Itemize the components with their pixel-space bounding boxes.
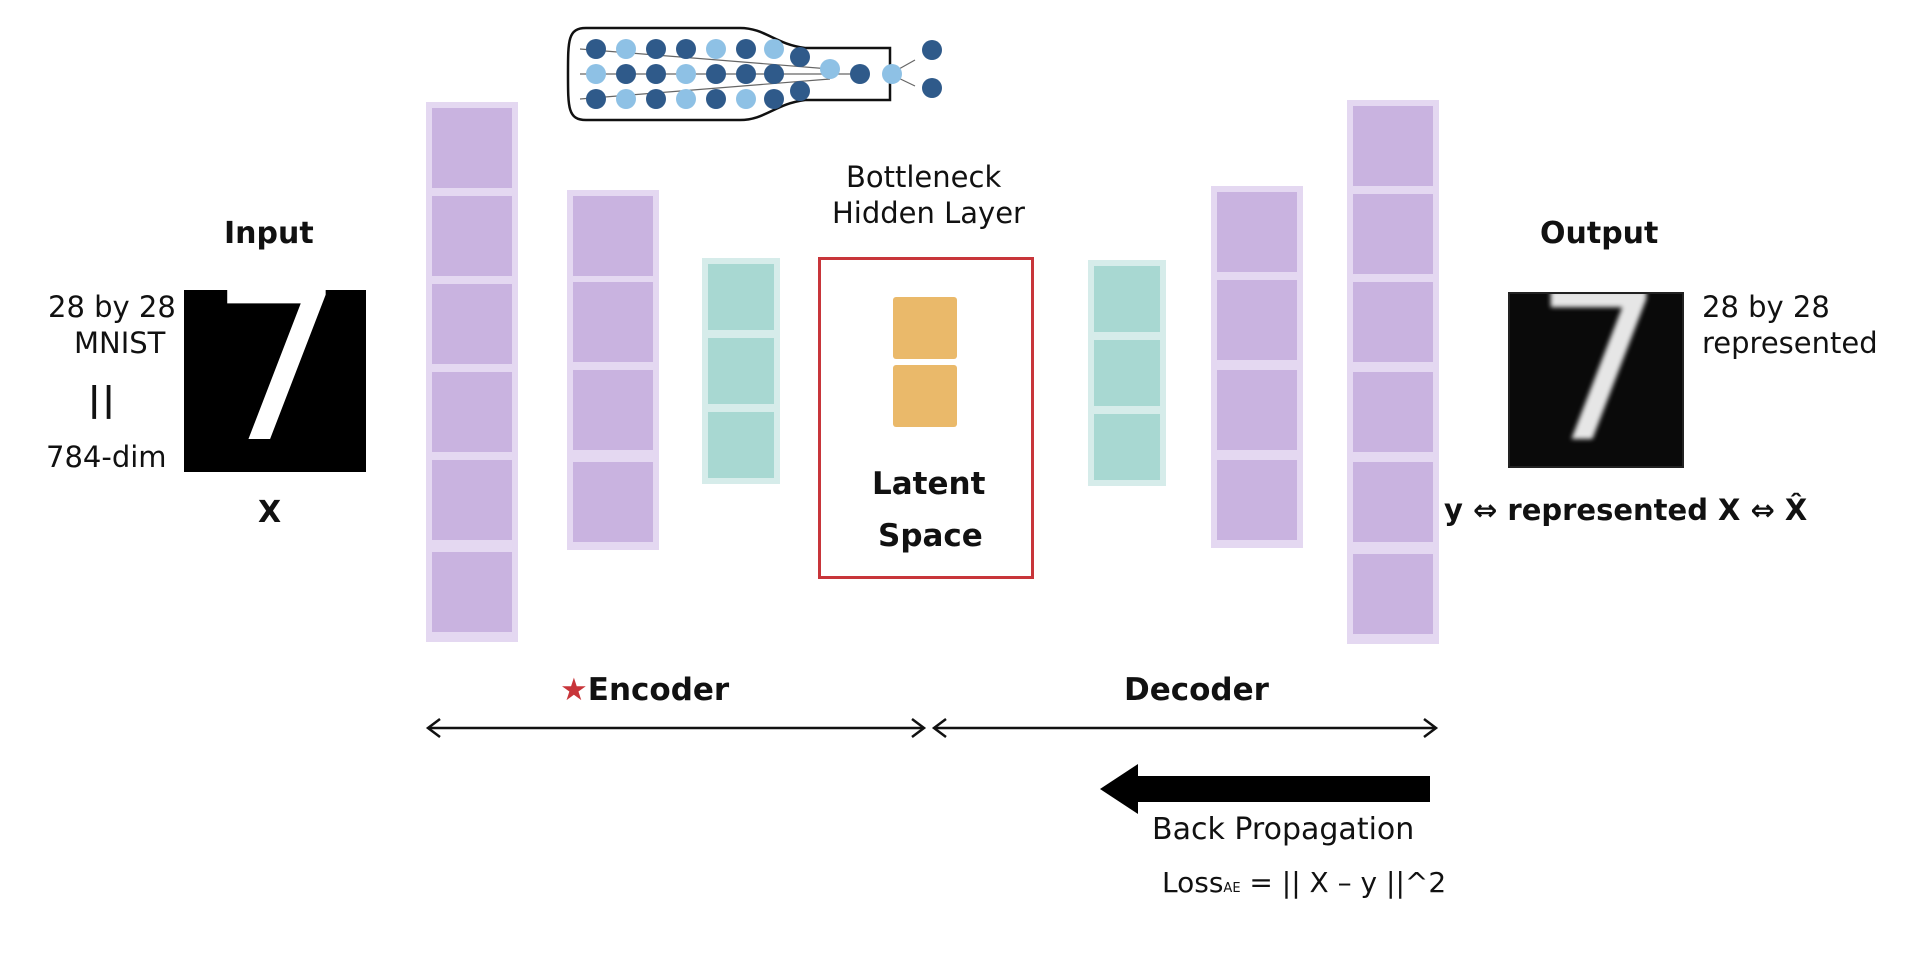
network-node xyxy=(736,64,756,84)
layer-neuron xyxy=(1353,372,1433,452)
network-node xyxy=(922,78,942,98)
network-node xyxy=(820,59,840,79)
latent-space-box xyxy=(818,257,1034,579)
latent-space-label-line1: Latent xyxy=(872,466,986,502)
input-equals-sign: || xyxy=(88,380,117,420)
network-node xyxy=(736,89,756,109)
input-dims-line3: 784-dim xyxy=(46,440,167,474)
layer-neuron xyxy=(573,196,653,276)
layer-neuron xyxy=(573,282,653,362)
layer-neuron xyxy=(1353,282,1433,362)
loss-prefix: Loss xyxy=(1162,866,1224,899)
layer-neuron xyxy=(1217,460,1297,540)
encoder-star-icon: ★ xyxy=(560,672,588,708)
input-dims-line1: 28 by 28 xyxy=(48,290,176,324)
network-node xyxy=(646,64,666,84)
latent-space-label-line2: Space xyxy=(878,518,983,554)
layer-neuron xyxy=(573,462,653,542)
network-node xyxy=(586,39,606,59)
layer-neuron xyxy=(708,338,774,404)
layer-neuron xyxy=(1217,370,1297,450)
output-dims-line2: represented xyxy=(1702,326,1878,360)
layer-neuron xyxy=(432,108,512,188)
layer-neuron xyxy=(708,264,774,330)
encoder-label: Encoder xyxy=(587,672,730,708)
backprop-arrow xyxy=(1100,764,1430,814)
layer-neuron xyxy=(1217,280,1297,360)
network-node xyxy=(616,39,636,59)
network-node xyxy=(882,64,902,84)
input-digit-image: 7 xyxy=(184,290,366,472)
encoder-layer-1 xyxy=(426,102,518,642)
input-symbol: X xyxy=(258,495,282,530)
decoder-layer-3 xyxy=(1347,100,1439,644)
latent-neuron xyxy=(893,365,957,427)
encoder-layer-3 xyxy=(702,258,780,484)
network-node xyxy=(586,64,606,84)
bottleneck-title-line1: Bottleneck xyxy=(846,160,1002,194)
network-node xyxy=(736,39,756,59)
layer-neuron xyxy=(573,370,653,450)
decoder-layer-2 xyxy=(1211,186,1303,548)
network-node xyxy=(706,89,726,109)
layer-neuron xyxy=(432,196,512,276)
network-node xyxy=(646,39,666,59)
network-node xyxy=(646,89,666,109)
layer-neuron xyxy=(432,460,512,540)
network-node xyxy=(764,39,784,59)
layer-neuron xyxy=(432,284,512,364)
loss-formula: LossAE = || X – y ||^2 xyxy=(1162,866,1446,899)
network-node xyxy=(676,39,696,59)
network-node xyxy=(616,64,636,84)
bottle-network-nodes xyxy=(586,39,942,109)
network-node xyxy=(922,40,942,60)
encoder-layer-2 xyxy=(567,190,659,550)
layer-neuron xyxy=(1094,340,1160,406)
backprop-label: Back Propagation xyxy=(1152,812,1415,847)
input-digit-glyph: 7 xyxy=(210,290,344,472)
latent-layer xyxy=(893,297,957,427)
bottleneck-bottle-icon xyxy=(566,26,942,122)
input-title: Input xyxy=(224,216,314,251)
network-node xyxy=(850,64,870,84)
layer-neuron xyxy=(1353,462,1433,542)
network-node xyxy=(616,89,636,109)
network-node xyxy=(676,89,696,109)
decoder-span-arrow xyxy=(931,718,1439,738)
bottleneck-title-line2: Hidden Layer xyxy=(832,196,1025,230)
layer-neuron xyxy=(1353,554,1433,634)
network-node xyxy=(790,47,810,67)
layer-neuron xyxy=(1094,414,1160,480)
output-digit-glyph: 7 xyxy=(1534,292,1664,468)
decoder-label: Decoder xyxy=(1124,672,1269,708)
layer-neuron xyxy=(1217,192,1297,272)
network-node xyxy=(790,81,810,101)
encoder-label-group: ★Encoder xyxy=(560,672,729,708)
network-node xyxy=(676,64,696,84)
network-node xyxy=(706,39,726,59)
output-equivalence: y ⇔ represented X ⇔ X̂ xyxy=(1444,493,1808,527)
layer-neuron xyxy=(708,412,774,478)
latent-neuron xyxy=(893,297,957,359)
encoder-span-arrow xyxy=(425,718,927,738)
loss-rest: = || X – y ||^2 xyxy=(1240,866,1447,899)
loss-subscript: AE xyxy=(1223,881,1241,896)
layer-neuron xyxy=(1094,266,1160,332)
input-dims-line2: MNIST xyxy=(74,326,166,360)
network-node xyxy=(586,89,606,109)
layer-neuron xyxy=(1353,106,1433,186)
decoder-layer-1 xyxy=(1088,260,1166,486)
layer-neuron xyxy=(432,372,512,452)
layer-neuron xyxy=(1353,194,1433,274)
output-dims-line1: 28 by 28 xyxy=(1702,290,1830,324)
output-digit-image: 7 xyxy=(1508,292,1684,468)
network-node xyxy=(706,64,726,84)
network-node xyxy=(764,89,784,109)
output-title: Output xyxy=(1540,216,1659,251)
layer-neuron xyxy=(432,552,512,632)
network-node xyxy=(764,64,784,84)
